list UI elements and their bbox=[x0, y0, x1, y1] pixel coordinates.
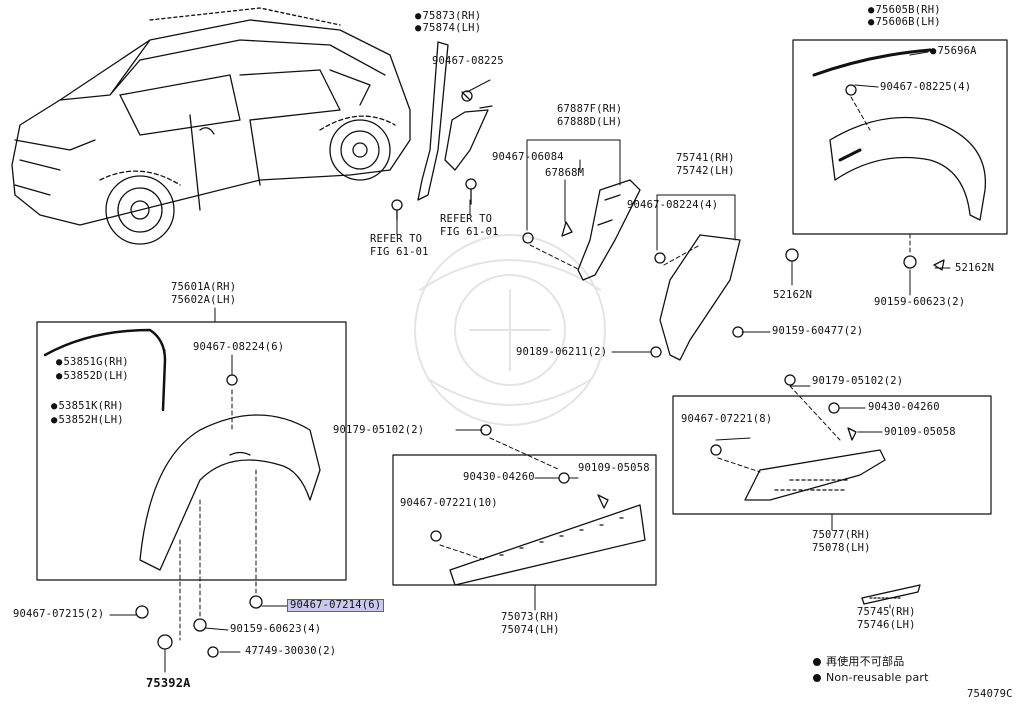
part-label-75077[interactable]: 75077(RH) bbox=[812, 529, 871, 541]
part-label-90109-05058-right[interactable]: 90109-05058 bbox=[884, 426, 956, 438]
part-label-90467-08225-4[interactable]: 90467-08225(4) bbox=[880, 81, 972, 93]
part-label-90467-06084[interactable]: 90467-06084 bbox=[492, 151, 564, 163]
pillar-garnish-part bbox=[391, 41, 493, 221]
part-label-75073[interactable]: 75073(RH) bbox=[501, 611, 560, 623]
part-label-90430-04260-mid[interactable]: 90430-04260 bbox=[463, 471, 535, 483]
part-label-90189-06211-2[interactable]: 90189-06211(2) bbox=[516, 346, 608, 358]
part-label-90159-60623-4[interactable]: 90159-60623(4) bbox=[230, 623, 322, 635]
garnish-75077-part bbox=[710, 374, 886, 501]
part-label-90467-07221-10[interactable]: 90467-07221(10) bbox=[400, 497, 498, 509]
box-75073 bbox=[392, 454, 657, 586]
part-label-90159-60477-2[interactable]: 90159-60477(2) bbox=[772, 325, 864, 337]
part-label-53852D[interactable]: 53852D(LH) bbox=[56, 371, 129, 382]
fender-flare-75605B-part bbox=[785, 48, 987, 271]
part-label-75606B[interactable]: 75606B(LH) bbox=[868, 17, 941, 28]
part-label-75874[interactable]: 75874(LH) bbox=[415, 23, 482, 34]
fender-flare-75601A-part bbox=[43, 328, 321, 658]
refer-label-2b[interactable]: FIG 61-01 bbox=[440, 226, 499, 238]
part-label-75601A[interactable]: 75601A(RH) bbox=[171, 281, 237, 293]
part-label-90467-07221-8[interactable]: 90467-07221(8) bbox=[681, 413, 773, 425]
refer-label-2a[interactable]: REFER TO bbox=[440, 213, 493, 225]
part-label-67888D[interactable]: 67888D(LH) bbox=[557, 116, 623, 128]
box-75605B bbox=[792, 39, 1008, 235]
legend-en: Non-reusable part bbox=[826, 671, 929, 684]
part-label-75602A[interactable]: 75602A(LH) bbox=[171, 294, 237, 306]
part-label-90109-05058-mid[interactable]: 90109-05058 bbox=[578, 462, 650, 474]
part-label-75392A[interactable]: 75392A bbox=[146, 676, 191, 690]
part-label-75605B[interactable]: 75605B(RH) bbox=[868, 5, 941, 16]
part-label-75741[interactable]: 75741(RH) bbox=[676, 152, 735, 164]
refer-label-1b[interactable]: FIG 61-01 bbox=[370, 246, 429, 258]
box-75601A bbox=[36, 321, 347, 581]
part-label-90467-08224-4[interactable]: 90467-08224(4) bbox=[627, 199, 719, 211]
part-label-75074[interactable]: 75074(LH) bbox=[501, 624, 560, 636]
part-label-90467-07214-6-highlighted[interactable]: 90467-07214(6) bbox=[287, 599, 385, 612]
part-label-67868M[interactable]: 67868M bbox=[545, 167, 585, 179]
part-label-53852H[interactable]: 53852H(LH) bbox=[51, 415, 124, 426]
part-label-67887F[interactable]: 67887F(RH) bbox=[557, 103, 623, 115]
part-label-90430-04260-right[interactable]: 90430-04260 bbox=[868, 401, 940, 413]
part-label-90179-05102-2-mid[interactable]: 90179-05102(2) bbox=[333, 424, 425, 436]
flare-75741-part bbox=[650, 194, 744, 361]
legend-jp: 再使用不可部品 bbox=[826, 655, 905, 668]
part-label-53851G[interactable]: 53851G(RH) bbox=[56, 357, 129, 368]
part-label-75873[interactable]: 75873(RH) bbox=[415, 11, 482, 22]
part-label-75745[interactable]: 75745(RH) bbox=[857, 606, 916, 618]
part-label-90179-05102-2-right[interactable]: 90179-05102(2) bbox=[812, 375, 904, 387]
part-label-75742[interactable]: 75742(LH) bbox=[676, 165, 735, 177]
part-label-75078[interactable]: 75078(LH) bbox=[812, 542, 871, 554]
part-label-53851K[interactable]: 53851K(RH) bbox=[51, 401, 124, 412]
watermark-emblem bbox=[414, 234, 606, 426]
diagram-code: 754079C bbox=[967, 688, 1013, 700]
vehicle-illustration bbox=[11, 7, 411, 245]
side-garnish-75073-part bbox=[430, 424, 646, 586]
part-label-90159-60623-2[interactable]: 90159-60623(2) bbox=[874, 296, 966, 308]
refer-label-1a[interactable]: REFER TO bbox=[370, 233, 423, 245]
part-label-90467-08225[interactable]: 90467-08225 bbox=[432, 55, 504, 67]
part-label-90467-07215-2[interactable]: 90467-07215(2) bbox=[13, 608, 105, 620]
part-label-52162N-b[interactable]: 52162N bbox=[955, 262, 995, 274]
part-label-47749-30030-2[interactable]: 47749-30030(2) bbox=[245, 645, 337, 657]
part-label-75696A[interactable]: 75696A bbox=[930, 46, 977, 57]
part-label-90467-08224-6[interactable]: 90467-08224(6) bbox=[193, 341, 285, 353]
liner-67887F-part bbox=[522, 139, 641, 281]
part-label-52162N-a[interactable]: 52162N bbox=[773, 289, 813, 301]
leader-lines bbox=[109, 51, 951, 673]
part-label-75746[interactable]: 75746(LH) bbox=[857, 619, 916, 631]
emblem-75745-part bbox=[861, 584, 921, 605]
